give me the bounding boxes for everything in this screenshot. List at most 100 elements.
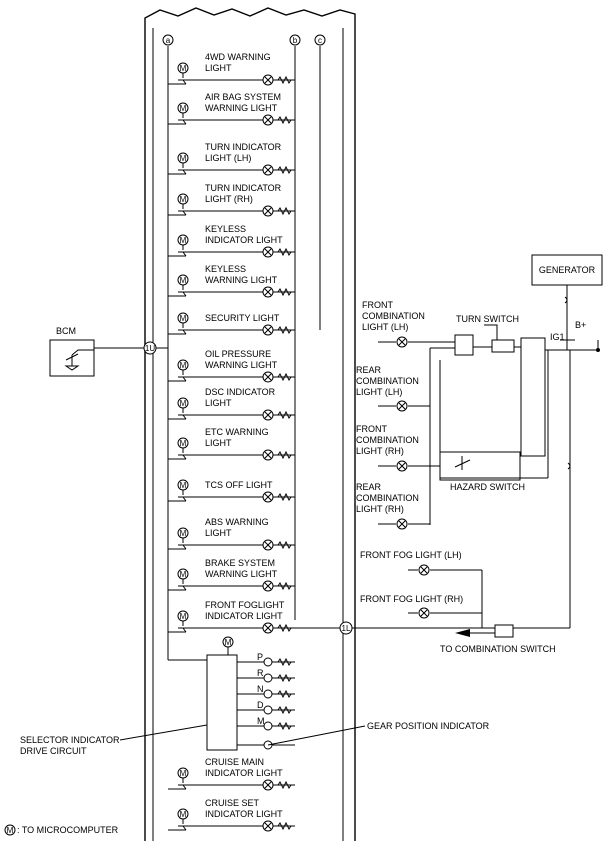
microcomputer-mark: M [180, 64, 187, 73]
microcomputer-mark: M [180, 236, 187, 245]
lamp-icon [263, 657, 273, 667]
legend-symbol: M [7, 826, 14, 835]
light-label: SECURITY LIGHT [205, 313, 280, 323]
microcomputer-mark: M [180, 195, 187, 204]
selector-label-line1: SELECTOR INDICATOR [20, 735, 120, 745]
turn-and-hazard-circuit: TURN SWITCH HAZARD SWITCH [429, 314, 600, 628]
light-label: KEYLESS [205, 264, 246, 274]
gear-position-indicator-label: GEAR POSITION INDICATOR [267, 721, 490, 746]
svg-text:FRONT: FRONT [356, 424, 387, 434]
b-plus-label: B+ [575, 320, 586, 330]
light-label: CRUISE SET [205, 798, 260, 808]
light-label: CRUISE MAIN [205, 757, 264, 767]
svg-text:COMBINATION: COMBINATION [356, 435, 419, 445]
microcomputer-mark: M [180, 769, 187, 778]
light-row: M SECURITY LIGHT [168, 312, 295, 336]
legend-text: : TO MICROCOMPUTER [17, 825, 119, 835]
svg-text:REAR: REAR [356, 482, 382, 492]
microcomputer-mark: M [180, 276, 187, 285]
column-labels: a b c [162, 34, 326, 46]
light-label: LIGHT [205, 398, 232, 408]
svg-text:LIGHT (LH): LIGHT (LH) [356, 387, 402, 397]
gear-label: N [257, 684, 264, 694]
column-marker-b [289, 34, 301, 46]
lamp-icon [263, 689, 273, 699]
svg-text:COMBINATION: COMBINATION [356, 493, 419, 503]
cluster-frame [144, 7, 356, 841]
microcomputer-mark: M [180, 314, 187, 323]
light-label: ETC WARNING [205, 427, 269, 437]
front-fog-light-lh: FRONT FOG LIGHT (LH) [360, 550, 483, 628]
svg-text:FRONT FOG LIGHT (RH): FRONT FOG LIGHT (RH) [360, 594, 463, 604]
front-fog-light-rh: FRONT FOG LIGHT (RH) [360, 594, 482, 619]
light-label: TURN INDICATOR [205, 142, 282, 152]
column-label-b: b [293, 36, 298, 45]
microcomputer-mark: M [180, 104, 187, 113]
microcomputer-mark: M [180, 399, 187, 408]
gear-label: R [257, 668, 264, 678]
light-label: LIGHT (RH) [205, 194, 253, 204]
light-label: KEYLESS [205, 224, 246, 234]
light-label: LIGHT (LH) [205, 153, 251, 163]
light-label: AIR BAG SYSTEM [205, 92, 281, 102]
column-label-c: c [318, 36, 322, 45]
turn-switch-label: TURN SWITCH [456, 314, 519, 324]
connector-1u: 1U [145, 344, 155, 353]
gear-label: P [257, 652, 263, 662]
lamp-icon [263, 673, 273, 683]
indicator-light-rows: M 4WD WARNING LIGHT M AIR BAG SYSTEMWARNING … [168, 52, 295, 832]
svg-text:FRONT FOG LIGHT (LH): FRONT FOG LIGHT (LH) [360, 550, 462, 560]
gear-row-M: M [237, 716, 295, 731]
gear-row-D: D [237, 700, 295, 715]
light-label: INDICATOR LIGHT [205, 611, 283, 621]
bcm-module: BCM 1U [49, 326, 168, 377]
to-combination-switch-label: TO COMBINATION SWITCH [440, 644, 556, 654]
light-label: INDICATOR LIGHT [205, 809, 283, 819]
microcomputer-mark: M [180, 154, 187, 163]
svg-text:LIGHT (LH): LIGHT (LH) [362, 322, 408, 332]
microcomputer-mark: M [225, 638, 232, 647]
svg-text:LIGHT (RH): LIGHT (RH) [356, 504, 404, 514]
light-label: FRONT FOGLIGHT [205, 600, 285, 610]
microcomputer-mark: M [180, 570, 187, 579]
gear-label: M [257, 716, 265, 726]
microcomputer-mark: M [180, 361, 187, 370]
column-marker-a [162, 34, 174, 46]
gear-row-P: P [237, 652, 295, 667]
svg-text:COMBINATION: COMBINATION [362, 311, 425, 321]
light-label: TCS OFF LIGHT [205, 480, 273, 490]
legend: M : TO MICROCOMPUTER [4, 824, 119, 836]
selector-indicator-drive-circuit [206, 654, 238, 751]
rear-combination-light-rh: REAR COMBINATION LIGHT (RH) [356, 482, 430, 530]
connector-1l: 1L [342, 624, 351, 633]
column-label-a: a [166, 36, 171, 45]
to-combination-switch: TO COMBINATION SWITCH [440, 624, 570, 654]
bcm-label: BCM [56, 326, 76, 336]
microcomputer-mark: M [180, 810, 187, 819]
light-label: BRAKE SYSTEM [205, 558, 275, 568]
generator: GENERATOR [531, 254, 603, 350]
microcomputer-mark: M [180, 529, 187, 538]
front-combination-light-rh: FRONT COMBINATION LIGHT (RH) [356, 424, 440, 472]
svg-text:REAR: REAR [356, 365, 382, 375]
selector-label: SELECTOR INDICATOR DRIVE CIRCUIT [20, 724, 208, 756]
light-label: WARNING LIGHT [205, 103, 278, 113]
selector-label-line2: DRIVE CIRCUIT [20, 746, 87, 756]
gear-label: D [257, 700, 264, 710]
light-label: LIGHT [205, 438, 232, 448]
light-label: 4WD WARNING [205, 52, 271, 62]
rear-combination-light-lh: REAR COMBINATION LIGHT (LH) [356, 365, 430, 412]
light-label: OIL PRESSURE [205, 349, 271, 359]
